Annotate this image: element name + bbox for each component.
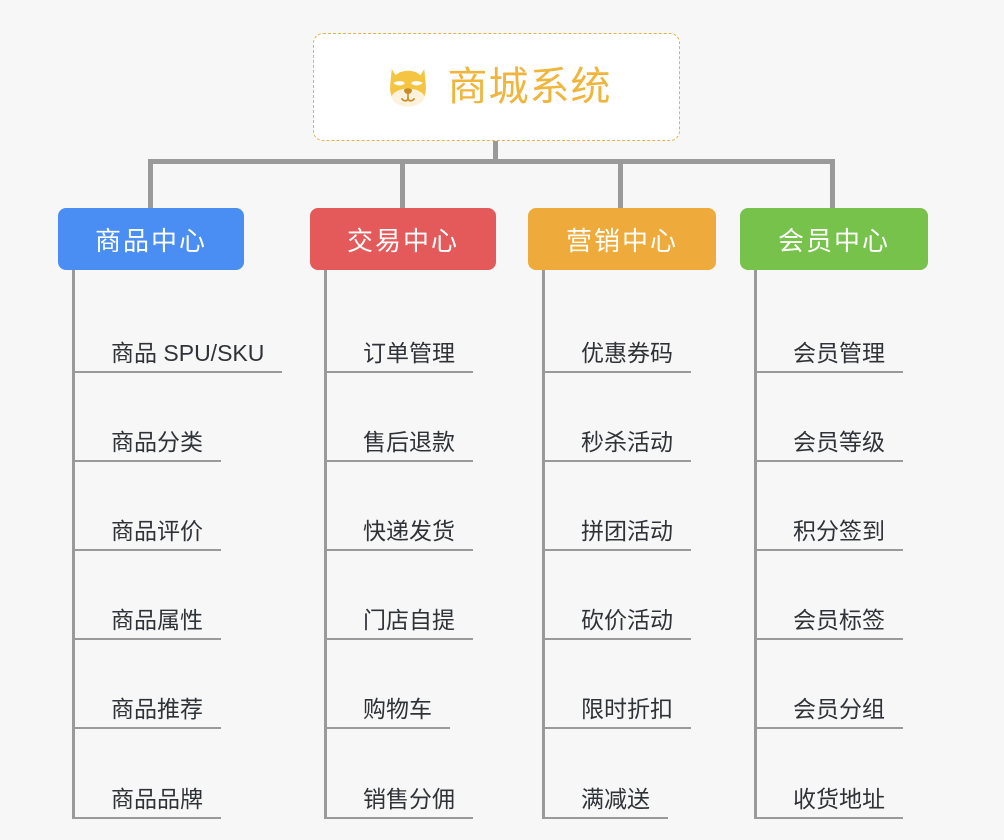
list-item-label: 商品评价 (75, 520, 221, 551)
list-item[interactable]: 购物车 (327, 640, 530, 729)
list-item[interactable]: 门店自提 (327, 551, 530, 640)
list-item[interactable]: 商品分类 (75, 373, 308, 462)
list-item-label: 满减送 (545, 788, 668, 819)
list-item-label: 会员等级 (757, 431, 903, 462)
list-item-label: 收货地址 (757, 788, 903, 819)
list-item[interactable]: 秒杀活动 (545, 373, 748, 462)
branch-header-label: 会员中心 (777, 225, 890, 256)
list-item[interactable]: 满减送 (545, 729, 748, 819)
list-item-label: 快递发货 (327, 520, 473, 551)
list-item[interactable]: 商品属性 (75, 551, 308, 640)
branch-items-trade: 订单管理 售后退款 快递发货 门店自提 购物车 销售分佣 (324, 270, 530, 819)
list-item-label: 砍价活动 (545, 609, 691, 640)
list-item[interactable]: 商品评价 (75, 462, 308, 551)
list-item-label: 会员标签 (757, 609, 903, 640)
branch-column-trade: 交易中心 订单管理 售后退款 快递发货 门店自提 购物车 销售分佣 (310, 208, 530, 819)
list-item[interactable]: 销售分佣 (327, 729, 530, 819)
branch-items-marketing: 优惠券码 秒杀活动 拼团活动 砍价活动 限时折扣 满减送 (542, 270, 748, 819)
list-item-label: 商品 SPU/SKU (75, 342, 283, 373)
list-item[interactable]: 商品推荐 (75, 640, 308, 729)
list-item[interactable]: 拼团活动 (545, 462, 748, 551)
branch-header-product[interactable]: 商品中心 (58, 208, 244, 270)
branch-column-marketing: 营销中心 优惠券码 秒杀活动 拼团活动 砍价活动 限时折扣 满减送 (528, 208, 748, 819)
list-item[interactable]: 会员分组 (757, 640, 970, 729)
list-item-label: 购物车 (327, 698, 450, 729)
list-item[interactable]: 售后退款 (327, 373, 530, 462)
list-item-label: 限时折扣 (545, 698, 691, 729)
branch-header-marketing[interactable]: 营销中心 (528, 208, 716, 270)
branch-header-label: 交易中心 (346, 225, 459, 256)
list-item[interactable]: 会员标签 (757, 551, 970, 640)
list-item-label: 商品分类 (75, 431, 221, 462)
list-item[interactable]: 优惠券码 (545, 284, 748, 373)
list-item-label: 会员管理 (757, 342, 903, 373)
list-item-label: 销售分佣 (327, 788, 473, 819)
connector-horizontal-bus (148, 159, 834, 164)
branch-items-product: 商品 SPU/SKU 商品分类 商品评价 商品属性 商品推荐 商品品牌 (72, 270, 308, 819)
connector-root-stem (493, 141, 498, 163)
list-item[interactable]: 订单管理 (327, 284, 530, 373)
list-item-label: 商品品牌 (75, 788, 221, 819)
list-item-label: 商品推荐 (75, 698, 221, 729)
list-item-label: 秒杀活动 (545, 431, 691, 462)
list-item[interactable]: 会员等级 (757, 373, 970, 462)
list-item[interactable]: 会员管理 (757, 284, 970, 373)
branch-column-member: 会员中心 会员管理 会员等级 积分签到 会员标签 会员分组 收货地址 (740, 208, 970, 819)
list-item-label: 商品属性 (75, 609, 221, 640)
branch-items-member: 会员管理 会员等级 积分签到 会员标签 会员分组 收货地址 (754, 270, 970, 819)
list-item-label: 会员分组 (757, 698, 903, 729)
connector-drop-1 (148, 159, 153, 209)
list-item-label: 拼团活动 (545, 520, 691, 551)
branch-header-label: 商品中心 (94, 225, 207, 256)
list-item-label: 售后退款 (327, 431, 473, 462)
list-item-label: 门店自提 (327, 609, 473, 640)
connector-drop-3 (618, 159, 623, 209)
branch-header-member[interactable]: 会员中心 (740, 208, 928, 270)
list-item[interactable]: 积分签到 (757, 462, 970, 551)
list-item-label: 积分签到 (757, 520, 903, 551)
dog-face-icon (389, 69, 426, 107)
list-item[interactable]: 商品 SPU/SKU (75, 284, 308, 373)
list-item[interactable]: 砍价活动 (545, 551, 748, 640)
root-title: 商城系统 (447, 65, 612, 109)
list-item[interactable]: 商品品牌 (75, 729, 308, 819)
branch-header-trade[interactable]: 交易中心 (310, 208, 496, 270)
list-item-label: 优惠券码 (545, 342, 691, 373)
list-item[interactable]: 收货地址 (757, 729, 970, 819)
branch-column-product: 商品中心 商品 SPU/SKU 商品分类 商品评价 商品属性 商品推荐 商品品牌 (58, 208, 308, 819)
branch-header-label: 营销中心 (565, 225, 678, 256)
root-node[interactable]: 商城系统 (313, 33, 680, 141)
connector-drop-4 (830, 159, 835, 209)
list-item-label: 订单管理 (327, 342, 473, 373)
connector-drop-2 (400, 159, 405, 209)
list-item[interactable]: 快递发货 (327, 462, 530, 551)
list-item[interactable]: 限时折扣 (545, 640, 748, 729)
